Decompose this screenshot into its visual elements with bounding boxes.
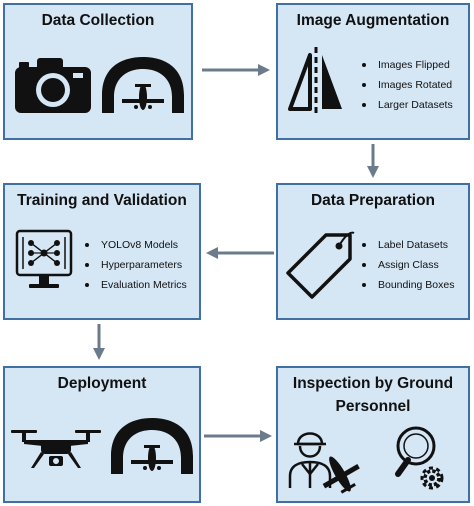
list-item: Images Flipped <box>362 55 453 75</box>
box-title: Data Preparation <box>310 192 436 209</box>
box-image-augmentation: Image Augmentation Images Flipped Images… <box>276 3 470 140</box>
training-list: YOLOv8 Models Hyperparameters Evaluation… <box>85 235 187 295</box>
box-title-line-1: Inspection by Ground <box>292 375 454 392</box>
tag-icon <box>286 231 355 299</box>
arrow-training-to-deployment <box>93 324 105 360</box>
box-title: Image Augmentation <box>296 12 450 29</box>
list-item: Bounding Boxes <box>362 275 454 295</box>
drone-icon <box>11 430 101 468</box>
arrow-deployment-to-inspection <box>204 430 272 442</box>
augmentation-list: Images Flipped Images Rotated Larger Dat… <box>362 55 453 115</box>
neural-network-monitor-icon <box>15 229 73 288</box>
mirror-flip-icon <box>288 47 342 113</box>
arrow-augmentation-to-preparation <box>367 144 379 178</box>
list-item: Larger Datasets <box>362 95 453 115</box>
arrow-collection-to-augmentation <box>202 64 270 76</box>
box-data-collection: Data Collection <box>3 3 193 140</box>
list-item: Evaluation Metrics <box>85 275 187 295</box>
box-title: Training and Validation <box>17 192 187 209</box>
hangar-aircraft-icon <box>111 418 193 474</box>
hangar-aircraft-icon <box>102 57 184 113</box>
list-item: Assign Class <box>362 255 454 275</box>
box-training-validation: Training and Validation YOLOv8 Models Hy… <box>3 183 201 320</box>
preparation-list: Label Datasets Assign Class Bounding Box… <box>362 235 454 295</box>
list-item: Hyperparameters <box>85 255 187 275</box>
list-item: Images Rotated <box>362 75 453 95</box>
box-title: Deployment <box>57 375 147 392</box>
box-title-line-2: Personnel <box>335 398 411 415</box>
box-title: Data Collection <box>41 12 155 29</box>
camera-icon <box>15 58 91 113</box>
list-item: YOLOv8 Models <box>85 235 187 255</box>
box-inspection: Inspection by Ground Personnel <box>276 366 470 503</box>
arrow-preparation-to-training <box>206 247 274 259</box>
box-deployment: Deployment <box>3 366 201 503</box>
magnifier-gear-icon <box>395 426 444 490</box>
box-data-preparation: Data Preparation Label Datasets Assign C… <box>276 183 470 320</box>
worker-with-aircraft-icon <box>288 432 360 494</box>
list-item: Label Datasets <box>362 235 454 255</box>
